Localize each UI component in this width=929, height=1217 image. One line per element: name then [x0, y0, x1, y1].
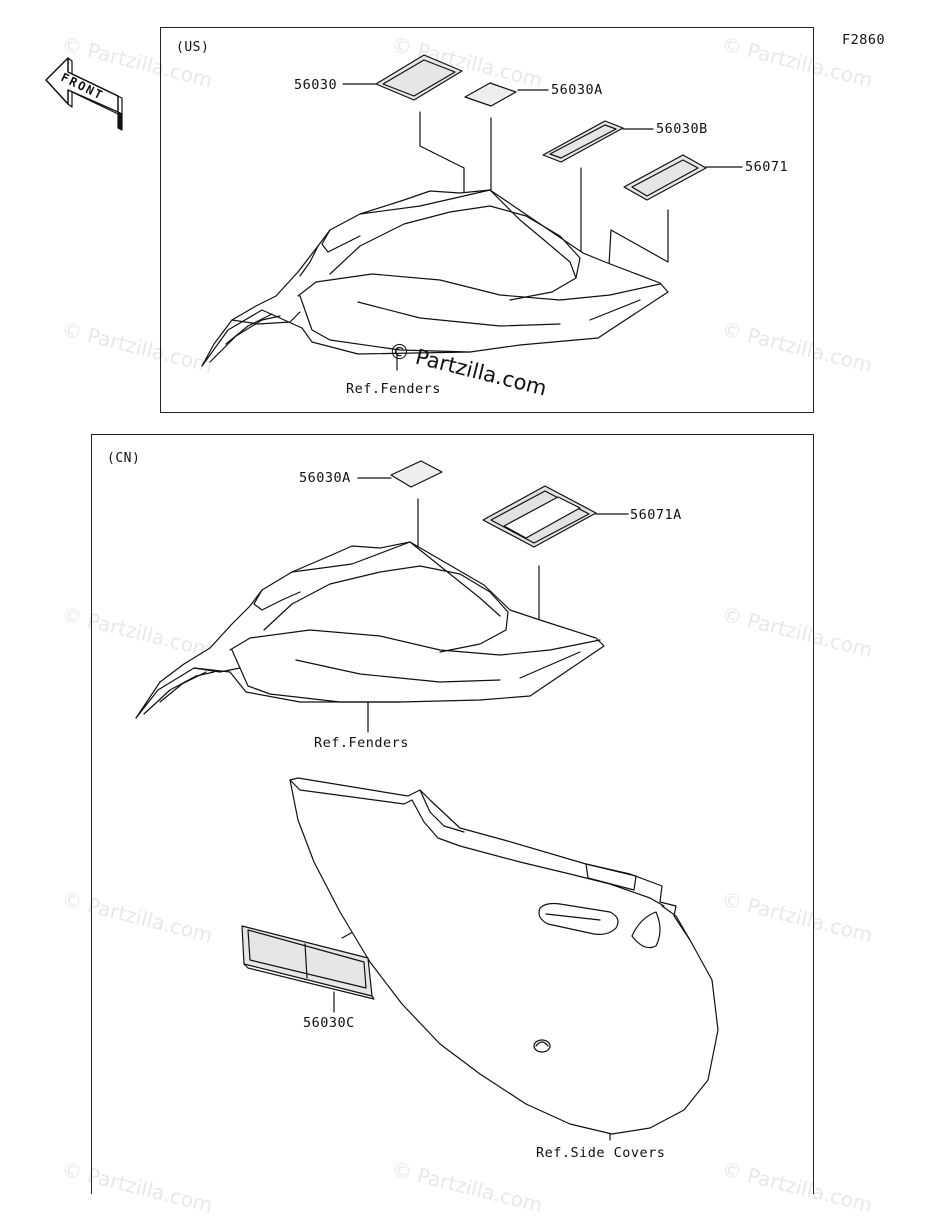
ref-fenders-us: Ref.Fenders [346, 381, 441, 397]
front-arrow-icon [45, 57, 123, 131]
part-label-56030a: 56030A [551, 82, 603, 98]
ref-side-covers: Ref.Side Covers [536, 1145, 666, 1161]
decal-56030 [375, 54, 463, 101]
decal-56071 [623, 154, 707, 201]
part-label-56030c: 56030C [303, 1015, 355, 1031]
decal-56030a-cn [390, 460, 443, 488]
part-label-56030a-cn: 56030A [299, 470, 351, 486]
rear-fender-cn [135, 541, 605, 719]
region-label-cn: (CN) [107, 451, 141, 466]
cn-panel [91, 434, 814, 1194]
part-label-56030: 56030 [294, 77, 338, 93]
region-label-us: (US) [176, 40, 210, 55]
decal-56030c [241, 925, 375, 1000]
rear-fender-us [201, 189, 669, 367]
decal-56030a [464, 82, 517, 107]
decal-56030b [542, 120, 624, 163]
us-panel [160, 27, 814, 413]
part-label-56071a: 56071A [630, 507, 682, 523]
side-cover [289, 777, 719, 1135]
decal-56071a [482, 485, 597, 548]
part-label-56071: 56071 [745, 159, 789, 175]
ref-fenders-cn: Ref.Fenders [314, 735, 409, 751]
part-label-56030b: 56030B [656, 121, 708, 137]
figure-code: F2860 [842, 32, 886, 48]
